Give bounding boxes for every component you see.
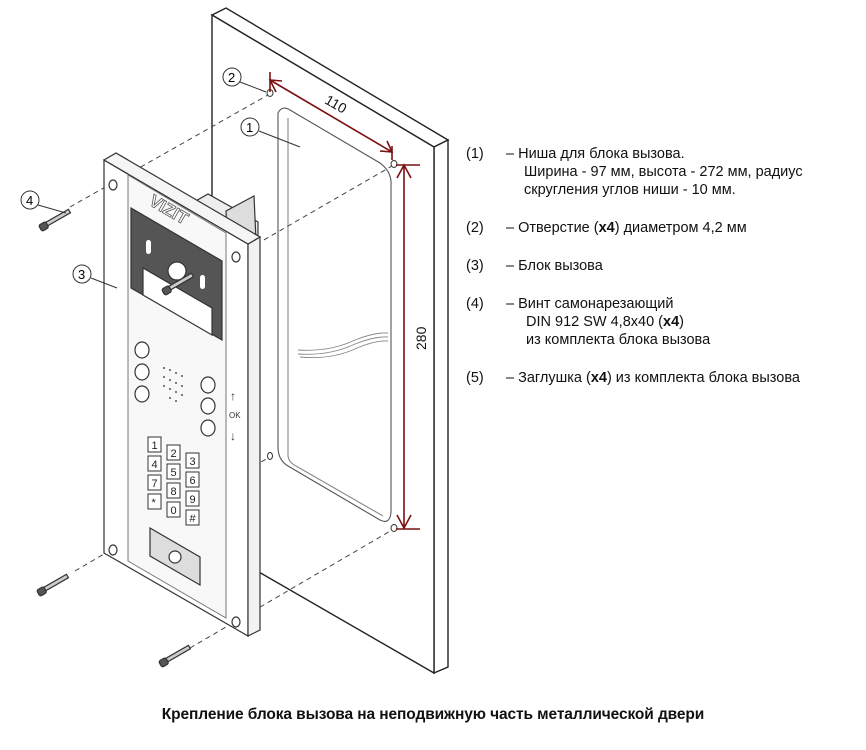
svg-text:8: 8 [171, 486, 177, 498]
legend-text: ) из комплекта блока вызова [606, 370, 800, 386]
keypad-key: 3 [185, 452, 200, 469]
keypad-key: 7 [147, 474, 162, 491]
callouts [20, 67, 301, 289]
keypad-key: 1 [147, 436, 162, 453]
keypad: 1 2 3 4 5 6 7 8 9 * 0 # [147, 436, 200, 526]
arrow-up-label: ↑ [230, 389, 236, 403]
keypad-key: 9 [185, 490, 200, 507]
keypad-key: 2 [166, 444, 181, 461]
legend-item-2: (2) – Отверстие (x4) диаметром 4,2 мм [466, 219, 861, 237]
legend-text: скругления углов ниши - 10 мм. [524, 182, 736, 198]
callout-1: 1 [246, 120, 253, 135]
keypad-key: 8 [166, 482, 181, 499]
svg-text:3: 3 [190, 456, 196, 468]
legend-text: – Ниша для блока вызова. [506, 146, 685, 162]
legend-item-5: (5) – Заглушка (x4) из комплекта блока в… [466, 369, 861, 387]
svg-text:5: 5 [171, 467, 177, 479]
svg-text:2: 2 [171, 448, 177, 460]
call-panel [102, 152, 262, 638]
legend-item-4: (4) – Винт самонарезающий DIN 912 SW 4,8… [466, 295, 861, 349]
legend-text: – Блок вызова [506, 258, 603, 274]
legend-text: – Отверстие ( [506, 220, 599, 236]
niche-opening [277, 107, 392, 522]
legend-text: ) [679, 314, 684, 330]
legend-text: ) диаметром 4,2 мм [614, 220, 747, 236]
ok-label: OK [229, 411, 241, 420]
legend-quantity: x4 [663, 314, 680, 330]
legend-num: (1) [466, 146, 484, 162]
screw-icon [38, 208, 72, 232]
legend-quantity: x4 [590, 370, 607, 386]
cable-wires [297, 332, 389, 359]
callout-3: 3 [78, 267, 85, 282]
door-panel [210, 7, 450, 675]
svg-text:1: 1 [152, 440, 158, 452]
keypad-key: 6 [185, 471, 200, 488]
screw-icon [36, 573, 70, 597]
legend-text: – Заглушка ( [506, 370, 591, 386]
legend-num: (2) [466, 220, 484, 236]
screw-icon [161, 272, 195, 296]
legend: (1) – Ниша для блока вызова. Ширина - 97… [466, 145, 861, 407]
legend-num: (5) [466, 370, 484, 386]
screws [36, 208, 195, 668]
legend-text: из комплекта блока вызова [526, 332, 711, 348]
svg-text:7: 7 [152, 478, 158, 490]
legend-quantity: x4 [598, 220, 615, 236]
legend-num: (3) [466, 258, 484, 274]
svg-text:4: 4 [152, 459, 158, 471]
legend-text: Ширина - 97 мм, высота - 272 мм, радиус [524, 164, 803, 180]
speaker-grille [163, 367, 183, 402]
legend-num: (4) [466, 296, 484, 312]
svg-text:#: # [190, 513, 197, 525]
arrow-down-label: ↓ [230, 429, 236, 443]
svg-text:9: 9 [190, 494, 196, 506]
legend-text: DIN 912 SW 4,8x40 ( [526, 314, 663, 330]
callout-2: 2 [228, 70, 235, 85]
callout-4: 4 [26, 193, 33, 208]
dimension-lines [268, 72, 420, 530]
screw-icon [158, 644, 192, 668]
figure-caption: Крепление блока вызова на неподвижную ча… [161, 706, 705, 723]
legend-text: – Винт самонарезающий [506, 296, 674, 312]
mounting-holes [266, 89, 398, 532]
keypad-key: # [185, 509, 200, 526]
keypad-key: 5 [166, 463, 181, 480]
legend-item-3: (3) – Блок вызова [466, 257, 861, 275]
legend-item-1: (1) – Ниша для блока вызова. Ширина - 97… [466, 145, 861, 199]
keypad-key: 4 [147, 455, 162, 472]
svg-text:6: 6 [190, 475, 196, 487]
svg-text:*: * [152, 497, 157, 509]
keypad-key: * [147, 493, 162, 510]
svg-text:0: 0 [171, 505, 177, 517]
keypad-key: 0 [166, 501, 181, 518]
dimension-height-label: 280 [413, 326, 429, 350]
